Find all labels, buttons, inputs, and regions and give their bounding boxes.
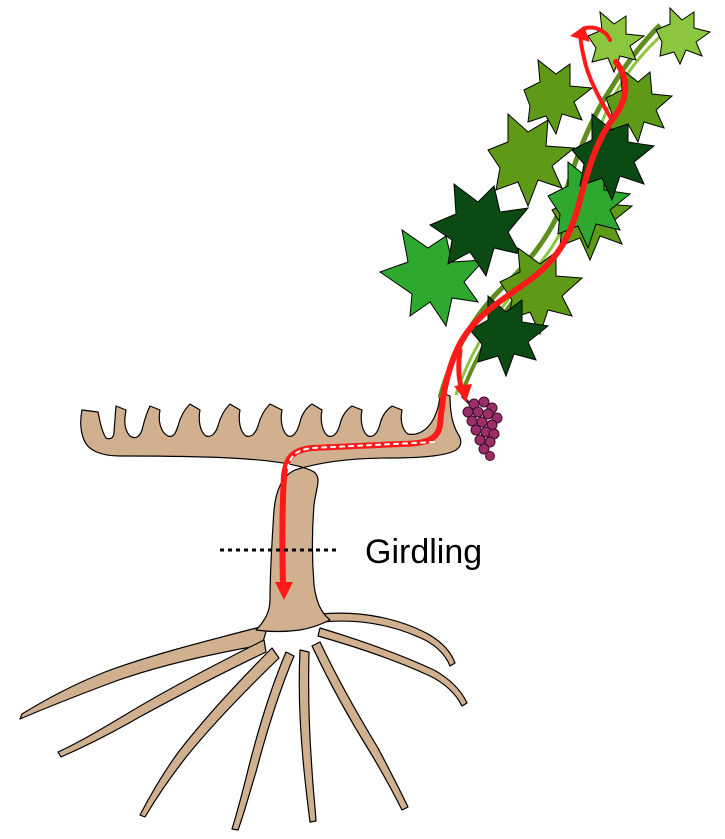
vine-wood (20, 392, 467, 830)
vine-shoot (380, 8, 710, 398)
girdling-label: Girdling (365, 533, 482, 571)
leaf (656, 8, 710, 64)
grape-flow-path (459, 350, 462, 390)
root (312, 642, 408, 810)
grape-cluster (462, 396, 502, 461)
trunk-and-cordon (81, 392, 461, 632)
root (299, 650, 316, 822)
assimilate-flow-path (282, 62, 625, 585)
leaf (524, 60, 592, 134)
